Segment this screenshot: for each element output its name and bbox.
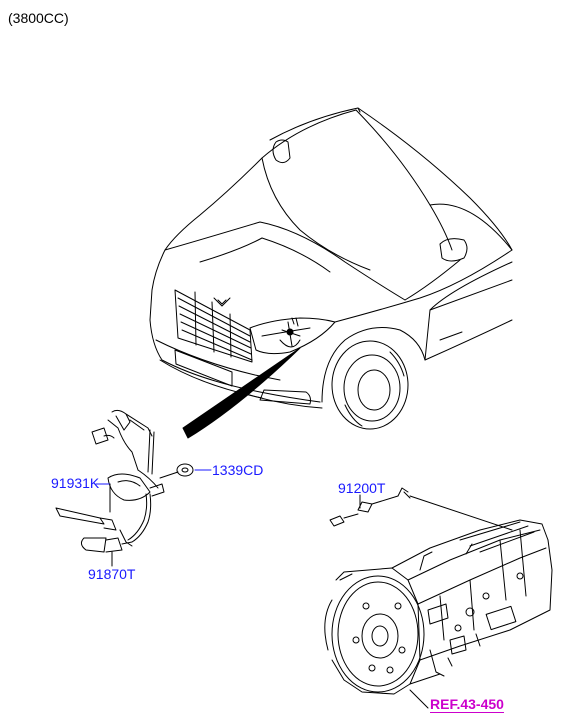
leader-ref (409, 689, 429, 709)
car-illustration (149, 107, 513, 430)
transmission-illustration (324, 519, 553, 695)
leader-91200T (409, 495, 513, 531)
selector-cable (329, 487, 411, 527)
callout-91870T: 91870T (88, 566, 136, 582)
engine-variant-label: (3800CC) (8, 10, 69, 26)
reference-link[interactable]: REF.43-450 (430, 696, 504, 713)
callout-1339CD: 1339CD (212, 462, 264, 478)
callout-91200T: 91200T (338, 480, 386, 496)
detail-pointer (182, 347, 301, 439)
sensor-assembly (55, 409, 194, 553)
callout-91931K: 91931K (51, 475, 100, 491)
